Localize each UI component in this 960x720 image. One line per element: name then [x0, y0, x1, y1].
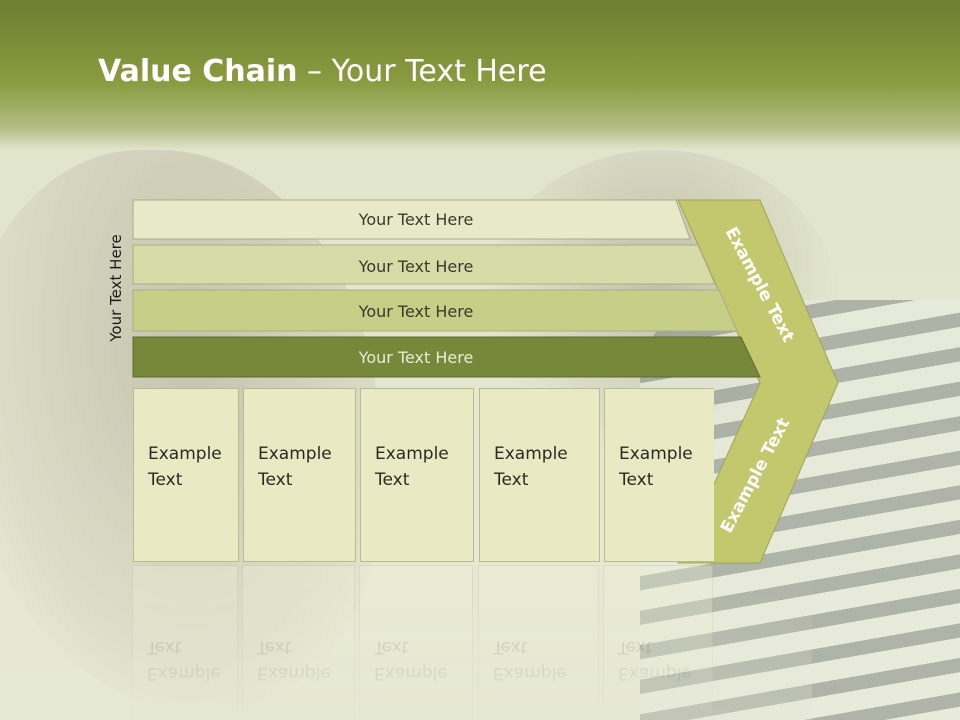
example-box-3[interactable]: Example Text — [360, 388, 474, 562]
example-box-3-line2: Text — [375, 470, 410, 490]
example-box-2[interactable]: Example Text — [243, 388, 356, 562]
example-box-2-line1: Example — [258, 444, 332, 464]
title-rest: – Your Text Here — [297, 54, 547, 89]
bar-1[interactable] — [132, 199, 691, 240]
bar-1-label: Your Text Here — [358, 210, 474, 229]
slide-title: Value Chain – Your Text Here — [98, 54, 547, 89]
example-box-5-line2: Text — [619, 470, 654, 490]
bar-4[interactable] — [132, 336, 761, 378]
example-box-5[interactable]: Example Text — [604, 388, 714, 562]
example-box-4-line1: Example — [494, 444, 568, 464]
header-band — [0, 0, 960, 150]
bar-2-label: Your Text Here — [358, 257, 474, 276]
example-box-1-line1: Example — [148, 444, 222, 464]
title-bold: Value Chain — [98, 54, 298, 89]
example-box-1-line2: Text — [148, 470, 183, 490]
example-box-5-line1: Example — [619, 444, 693, 464]
bar-4-label: Your Text Here — [358, 348, 474, 367]
example-box-4[interactable]: Example Text — [479, 388, 600, 562]
bar-2[interactable] — [132, 244, 716, 285]
bar-3[interactable] — [132, 289, 738, 332]
example-box-4-line2: Text — [494, 470, 529, 490]
bar-3-label: Your Text Here — [358, 302, 474, 321]
example-box-3-line1: Example — [375, 444, 449, 464]
example-box-1[interactable]: Example Text — [133, 388, 239, 562]
example-box-2-line2: Text — [258, 470, 293, 490]
chevron-arrow[interactable] — [677, 199, 839, 564]
